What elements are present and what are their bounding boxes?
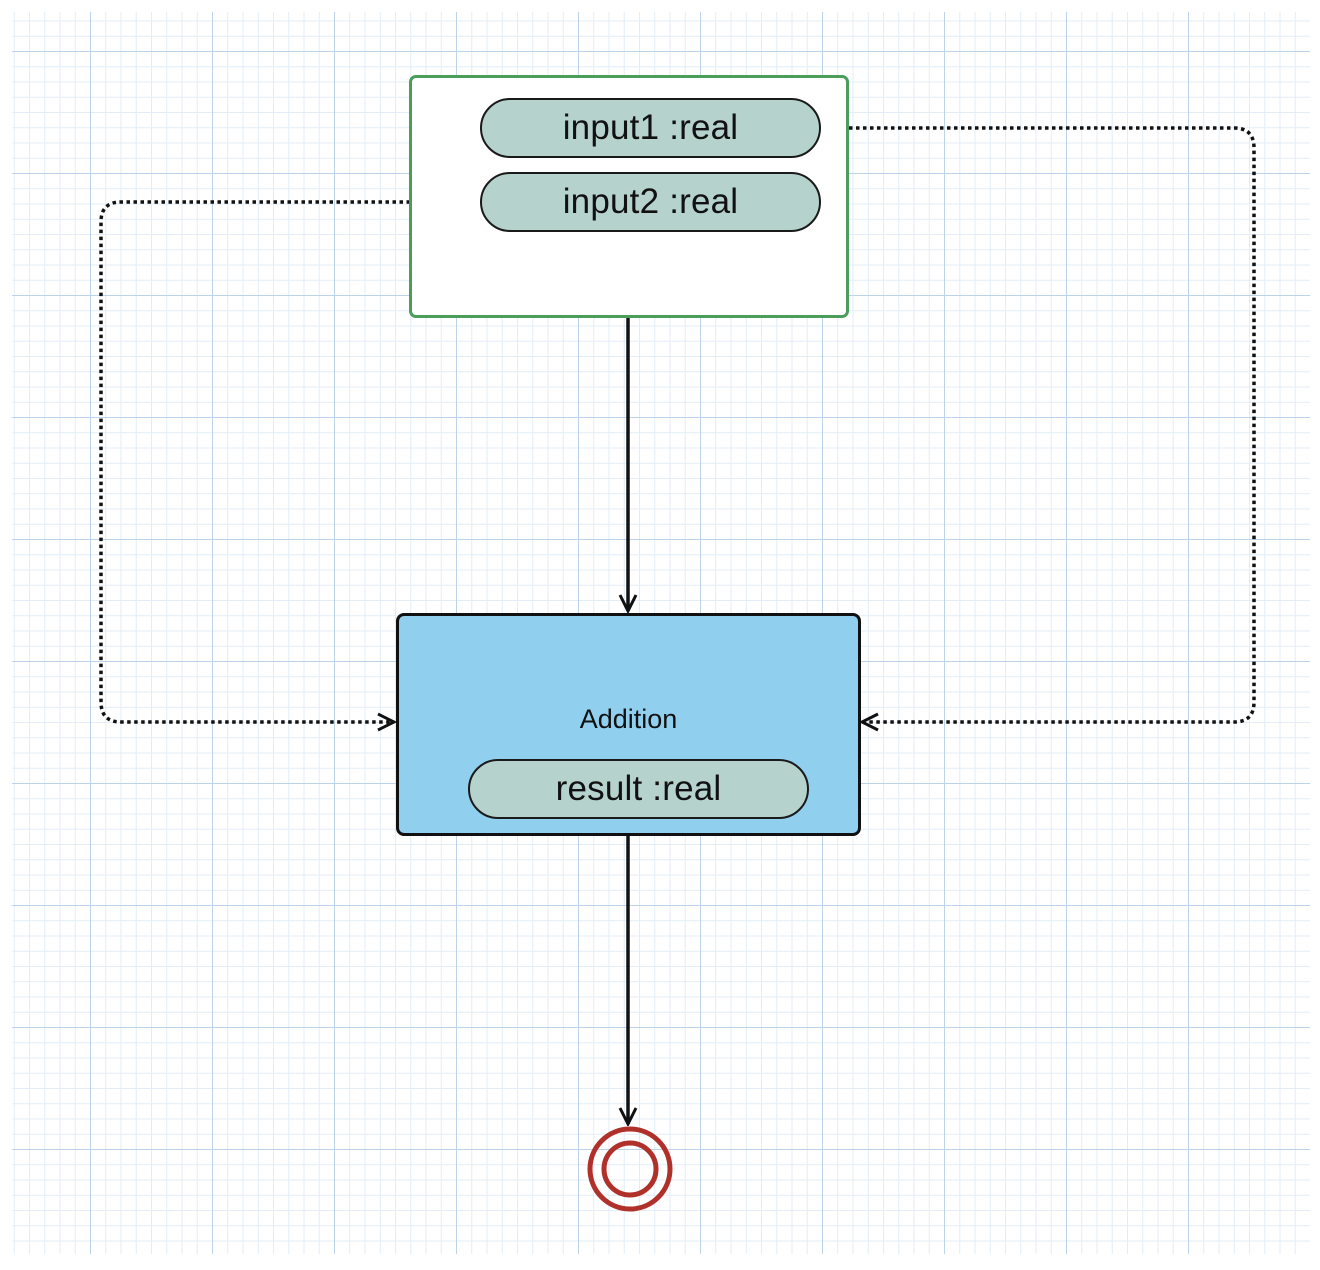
object-flow-input2[interactable]: [99, 200, 480, 722]
input1-pin[interactable]: input1 :real: [480, 98, 821, 158]
activity-final-node[interactable]: [587, 1126, 673, 1212]
final-node-inner-ring: [601, 1140, 659, 1198]
final-node-outer-ring: [587, 1126, 673, 1212]
input2-pin[interactable]: input2 :real: [480, 172, 821, 232]
activity-label: Addition: [579, 704, 678, 734]
result-pin[interactable]: result :real: [468, 759, 809, 819]
object-flow-input1[interactable]: [821, 126, 1256, 722]
